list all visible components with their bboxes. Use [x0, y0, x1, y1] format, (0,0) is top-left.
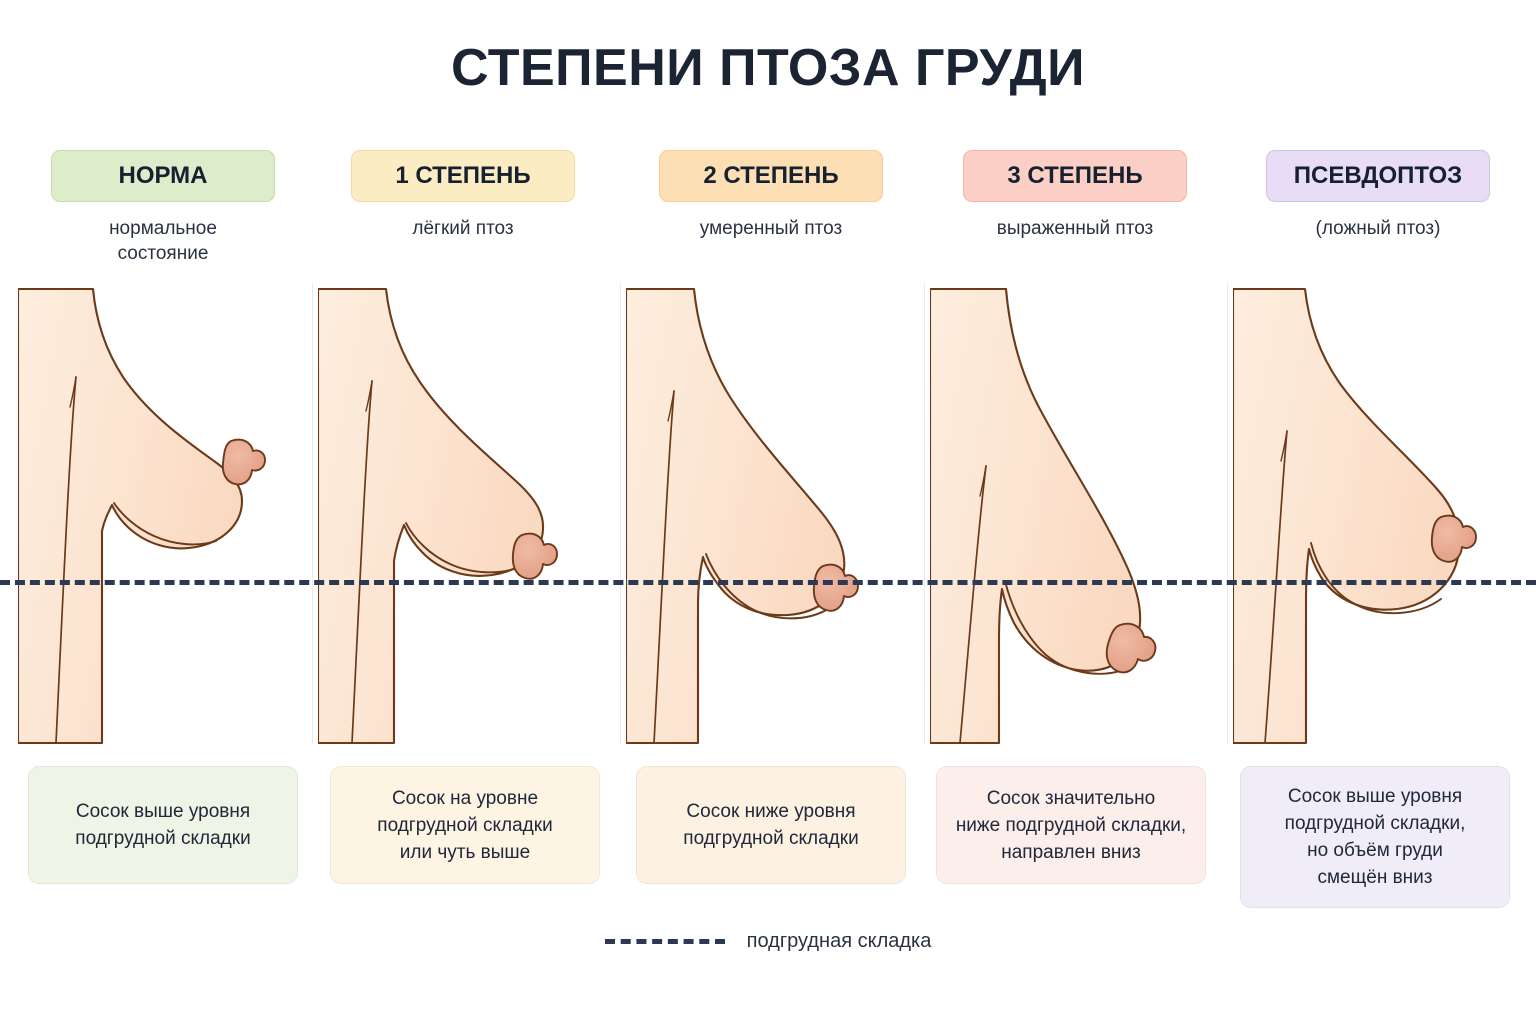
nipple-shape [511, 532, 558, 580]
nipple-shape [1105, 622, 1157, 674]
stage-subtitle-degree-3: выраженный птоз [996, 218, 1154, 239]
legend-label: подгрудная складка [746, 930, 932, 952]
nipple-shape [221, 438, 266, 486]
stage-badge-degree-1: 1 СТЕПЕНЬ [351, 150, 575, 202]
stage-subtitle-degree-2: умеренный птоз [699, 218, 843, 239]
page-title: СТЕПЕНИ ПТОЗА ГРУДИ [450, 39, 1086, 97]
stage-subtitle-pseudoptosis: (ложный птоз) [1315, 218, 1441, 239]
panel-separator [1227, 283, 1228, 745]
stage-badge-degree-3: 3 СТЕПЕНЬ [963, 150, 1187, 202]
illustration-norma [18, 281, 308, 746]
illustration-degree-2 [626, 281, 916, 746]
stage-header-4: ПСЕВДОПТОЗ (ложный птоз) [1233, 150, 1523, 241]
stage-badge-norma: НОРМА [51, 150, 275, 202]
panel-separator [924, 283, 925, 745]
stage-badge-degree-2: 2 СТЕПЕНЬ [659, 150, 883, 202]
stage-header-1: 1 СТЕПЕНЬ лёгкий птоз [318, 150, 608, 241]
stage-subtitle-degree-1: лёгкий птоз [412, 218, 514, 239]
nipple-shape [1430, 514, 1477, 563]
stage-header-3: 3 СТЕПЕНЬ выраженный птоз [930, 150, 1220, 241]
nipple-shape [812, 563, 859, 612]
panel-separator [620, 283, 621, 745]
inframammary-fold-line [0, 580, 1536, 585]
illustration-degree-3 [930, 281, 1220, 746]
stage-header-2: 2 СТЕПЕНЬ умеренный птоз [626, 150, 916, 241]
legend: подгрудная складка [0, 930, 1536, 953]
stage-badge-pseudoptosis: ПСЕВДОПТОЗ [1266, 150, 1490, 202]
illustration-pseudoptosis [1233, 281, 1523, 746]
illustration-degree-1 [318, 281, 608, 746]
panel-separator [312, 283, 313, 745]
dashed-line-icon [604, 939, 725, 944]
